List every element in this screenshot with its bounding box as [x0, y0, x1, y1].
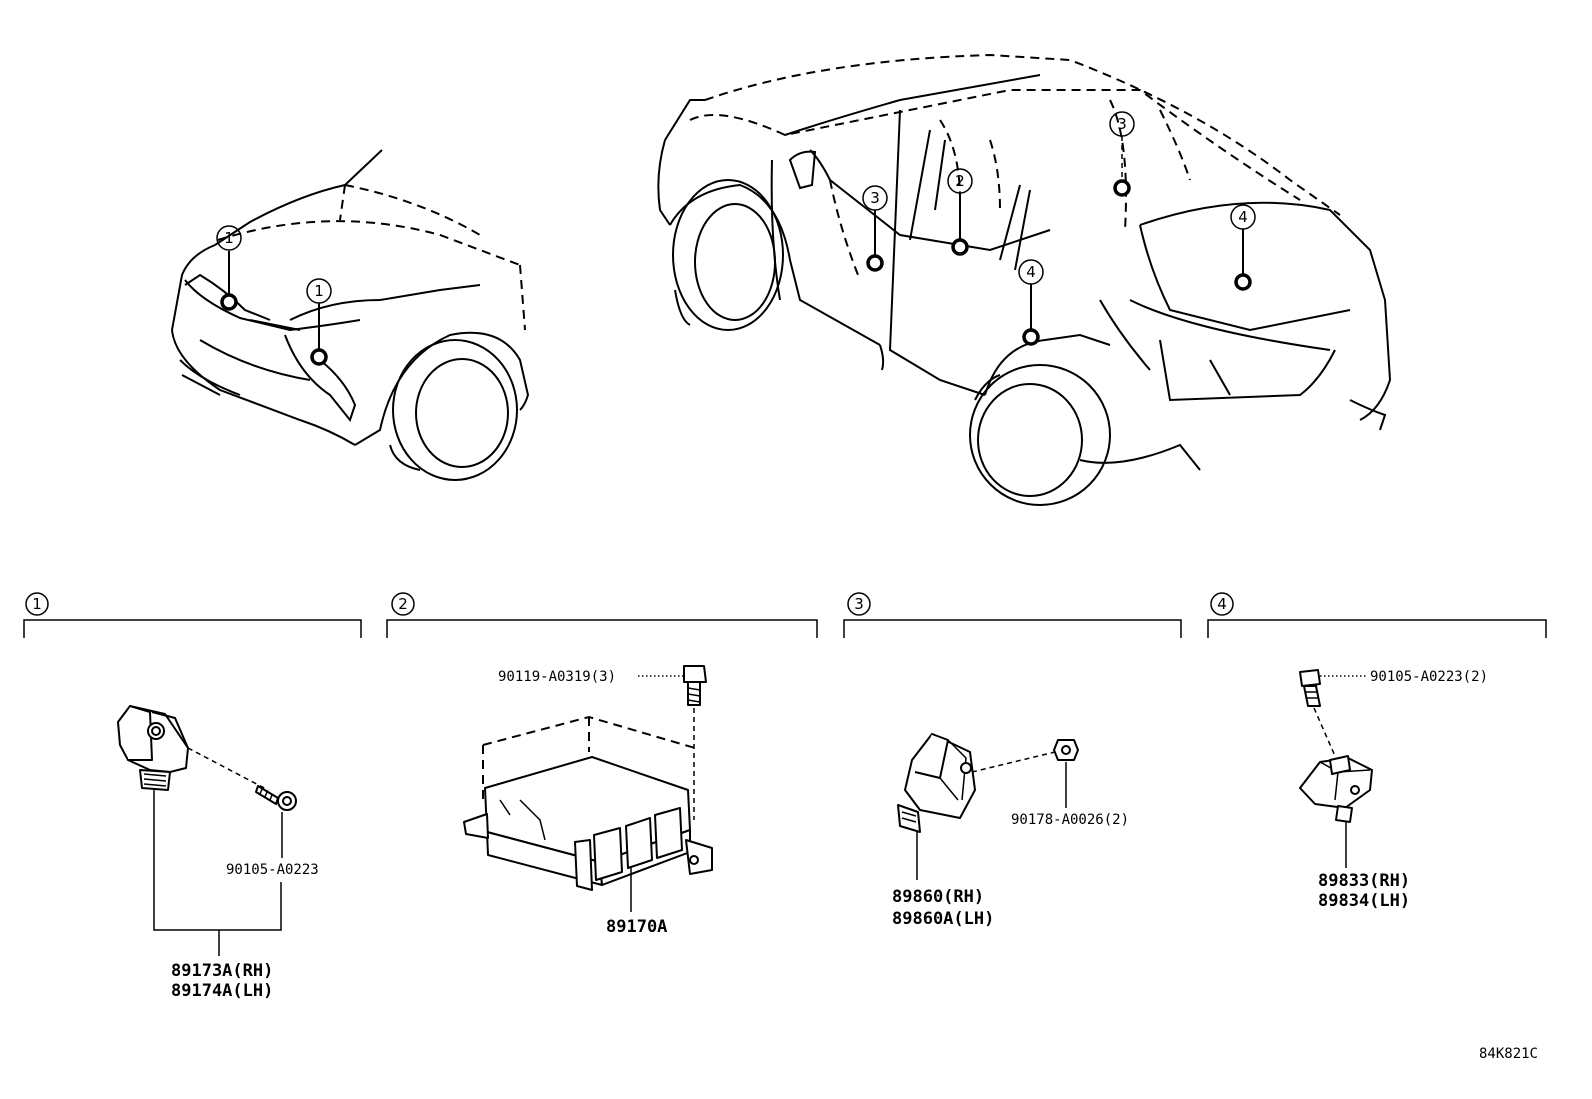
- part-number-89173A: 89173A(RH): [171, 961, 273, 981]
- svg-text:3: 3: [1117, 115, 1127, 133]
- part-number-89834: 89834(LH): [1318, 891, 1410, 911]
- section-3-header: 3: [843, 592, 1182, 638]
- front-vehicle-illustration: 1 1: [170, 149, 530, 481]
- svg-text:2: 2: [398, 595, 408, 613]
- svg-text:4: 4: [1217, 595, 1227, 613]
- svg-text:3: 3: [870, 189, 880, 207]
- section-1-front-impact-sensor: 90105-A0223 89173A(RH) 89174A(LH): [117, 705, 319, 1001]
- section-2-airbag-ecu: 90119-A0319(3) 89170A: [463, 665, 713, 937]
- section-3-side-airbag-sensor: 90178-A0026(2) 89860(RH) 89860A(LH): [892, 733, 1129, 929]
- fastener-label-90178-A0026: 90178-A0026(2): [1011, 812, 1129, 828]
- callout-4-side: 4: [1018, 259, 1044, 285]
- callout-2-center: 2: [947, 168, 973, 194]
- callout-3-front-door: 3: [862, 185, 888, 211]
- rear-vehicle-illustration: 3 2 3 4 4: [657, 53, 1392, 506]
- section-4-header: 4: [1207, 592, 1547, 638]
- svg-text:1: 1: [314, 282, 324, 300]
- part-number-89174A: 89174A(LH): [171, 981, 273, 1001]
- callout-1-front-b: 1: [306, 278, 332, 304]
- part-number-89860: 89860(RH): [892, 887, 984, 907]
- svg-text:4: 4: [1026, 263, 1036, 281]
- part-number-89860A: 89860A(LH): [892, 909, 994, 929]
- section-1-header: 1: [23, 592, 362, 638]
- svg-text:1: 1: [32, 595, 42, 613]
- svg-text:2: 2: [955, 172, 965, 190]
- svg-text:1: 1: [224, 229, 234, 247]
- svg-text:3: 3: [854, 595, 864, 613]
- callout-3-rear: 3: [1109, 111, 1135, 137]
- diagram-id: 84K821C: [1479, 1046, 1538, 1062]
- callout-4-rear: 4: [1230, 204, 1256, 230]
- section-4-rear-airbag-sensor: 90105-A0223(2) 89833(RH) 89834(LH): [1299, 669, 1488, 911]
- section-2-header: 2: [386, 592, 818, 638]
- callout-1-front-a: 1: [216, 225, 242, 251]
- part-number-89833: 89833(RH): [1318, 871, 1410, 891]
- part-number-89170A: 89170A: [606, 917, 667, 937]
- fastener-label-90105-A0223: 90105-A0223: [226, 862, 319, 878]
- fastener-label-90119-A0319: 90119-A0319(3): [498, 669, 616, 685]
- svg-text:4: 4: [1238, 208, 1248, 226]
- fastener-label-90105-A0223-2: 90105-A0223(2): [1370, 669, 1488, 685]
